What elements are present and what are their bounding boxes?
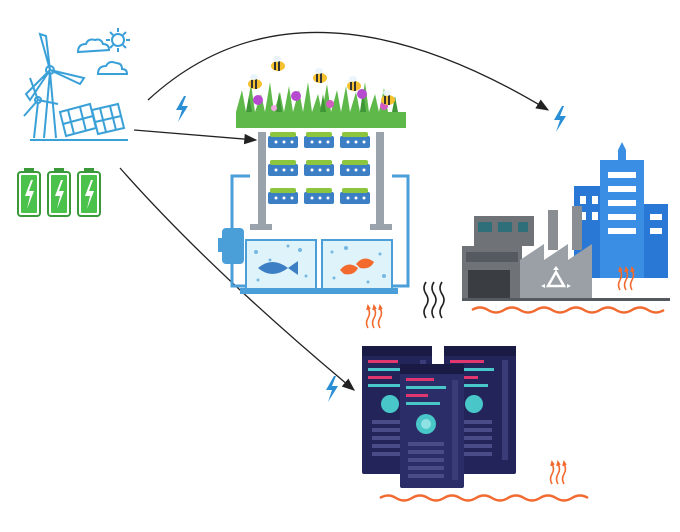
shrimp-icon xyxy=(340,264,358,275)
shrimp-icon xyxy=(356,258,374,269)
heat-waves-icon xyxy=(617,266,635,291)
battery-icon xyxy=(17,168,101,217)
arrow-to-data-center xyxy=(119,167,355,391)
heat-flow-line xyxy=(471,306,665,314)
arrow-to-aquaponics xyxy=(133,129,258,145)
lightning-icon xyxy=(554,106,566,132)
wind-solar-icon xyxy=(23,28,130,141)
bee-icon xyxy=(271,56,285,71)
bee-icon xyxy=(381,90,395,105)
lightning-icon xyxy=(176,96,188,122)
lightning-icon xyxy=(326,376,338,402)
fish-icon xyxy=(258,261,298,275)
heat-flow-line xyxy=(379,494,589,502)
heat-waves-icon xyxy=(365,304,383,329)
factory-city-icon xyxy=(462,142,670,301)
heat-waves-icon xyxy=(549,460,567,485)
arrow-to-city xyxy=(147,31,550,111)
bee-icon xyxy=(347,76,361,91)
heat-waves-icon xyxy=(423,281,445,319)
bee-icon xyxy=(313,68,327,83)
aquaponics-icon xyxy=(218,56,410,294)
bee-icon xyxy=(248,74,262,89)
data-center-icon xyxy=(362,346,516,488)
